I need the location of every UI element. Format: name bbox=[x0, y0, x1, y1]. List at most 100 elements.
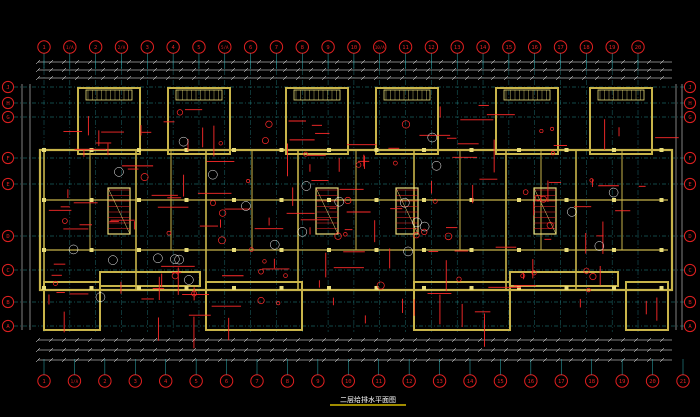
dimension-tick bbox=[204, 337, 210, 343]
riser-callout bbox=[184, 275, 194, 285]
fixture-symbol bbox=[62, 218, 68, 224]
dimension-tick bbox=[321, 337, 327, 343]
dimension-tick bbox=[659, 75, 665, 81]
axis-bubble-circle bbox=[1, 295, 15, 309]
structural-column bbox=[659, 248, 664, 252]
structural-column bbox=[469, 198, 474, 202]
dimension-tick bbox=[360, 337, 366, 343]
dimension-tick bbox=[256, 67, 262, 73]
dimension-tick bbox=[386, 67, 392, 73]
top-axis-bubble: 13 bbox=[450, 40, 464, 69]
dimension-tick bbox=[555, 67, 561, 73]
axis-bubble-circle bbox=[527, 40, 542, 54]
axis-bubble-label: 16 bbox=[531, 45, 538, 51]
dimension-tick bbox=[126, 357, 132, 363]
axis-bubble-label: 17 bbox=[558, 379, 565, 385]
riser-callout bbox=[108, 255, 118, 265]
dimension-tick bbox=[100, 347, 106, 353]
dimension-tick bbox=[503, 347, 509, 353]
dimension-tick bbox=[347, 347, 353, 353]
structural-column bbox=[137, 148, 141, 152]
dimension-tick bbox=[425, 75, 431, 81]
dimension-tick bbox=[555, 59, 561, 65]
dimension-tick bbox=[165, 67, 171, 73]
bottom-bay-wall bbox=[43, 281, 101, 331]
axis-bubble-circle bbox=[553, 40, 568, 54]
dimension-tick bbox=[542, 59, 548, 65]
axis-bubble-circle bbox=[269, 40, 284, 54]
dimension-tick bbox=[243, 59, 249, 65]
axis-bubble-circle bbox=[88, 40, 103, 54]
dimension-tick bbox=[230, 75, 236, 81]
dimension-tick bbox=[542, 75, 548, 81]
dimension-tick bbox=[477, 59, 483, 65]
axis-bubble-label: 18 bbox=[583, 45, 590, 51]
dimension-tick bbox=[347, 59, 353, 65]
axis-bubble-label: C bbox=[6, 268, 9, 274]
dimension-tick bbox=[399, 337, 405, 343]
top-axis-bubble: 2/A bbox=[114, 40, 129, 69]
fixture-symbol bbox=[589, 273, 597, 281]
dimension-tick bbox=[126, 347, 132, 353]
bottom-axis-bubble: 10 bbox=[341, 359, 355, 388]
dimension-tick bbox=[581, 347, 587, 353]
axis-bubble-label: 9 bbox=[316, 379, 319, 385]
dimension-tick bbox=[100, 75, 106, 81]
axis-bubble-circle bbox=[683, 295, 697, 309]
dimension-tick bbox=[87, 75, 93, 81]
top-bay-wall bbox=[285, 87, 349, 155]
axis-bubble-label: J bbox=[6, 85, 9, 91]
dimension-tick bbox=[230, 337, 236, 343]
dimension-tick bbox=[490, 59, 496, 65]
axis-bubble-label: 5 bbox=[197, 45, 200, 51]
dimension-tick bbox=[646, 347, 652, 353]
dimension-tick bbox=[581, 75, 587, 81]
dimension-tick bbox=[191, 59, 197, 65]
structural-column bbox=[612, 286, 616, 290]
dimension-tick bbox=[542, 337, 548, 343]
structural-column bbox=[374, 286, 379, 290]
axis-bubble-label: 12 bbox=[428, 45, 435, 51]
wall-layout bbox=[38, 87, 674, 331]
axis-bubble-label: 2 bbox=[94, 45, 97, 51]
structural-column bbox=[374, 248, 379, 252]
dimension-tick bbox=[113, 67, 119, 73]
axis-bubble-label: 8 bbox=[301, 45, 304, 51]
axis-bubble-label: 1 bbox=[42, 379, 45, 385]
fixture-symbol bbox=[261, 137, 269, 145]
left-axis-bubble: D bbox=[1, 229, 15, 243]
axis-bubble-label: B bbox=[6, 300, 10, 306]
axis-bubble-label: J bbox=[688, 85, 691, 91]
axis-bubble-circle bbox=[1, 96, 15, 110]
fixture-symbol bbox=[258, 268, 264, 275]
dimension-tick bbox=[373, 347, 379, 353]
riser-callout bbox=[241, 201, 251, 211]
dimension-tick bbox=[178, 347, 184, 353]
riser-callout bbox=[301, 181, 312, 191]
dimension-tick bbox=[126, 67, 132, 73]
structural-column bbox=[659, 286, 664, 290]
dimension-tick bbox=[529, 59, 535, 65]
top-axis-bubble: 10/A bbox=[373, 40, 387, 69]
axis-bubble-circle bbox=[347, 40, 361, 54]
axis-bubble-label: 14 bbox=[467, 379, 474, 385]
dimension-tick bbox=[451, 357, 457, 363]
axis-bubble-label: 2 bbox=[103, 379, 106, 385]
dimension-tick bbox=[256, 59, 262, 65]
drawing-title: 二层给排水平面图 bbox=[340, 395, 396, 404]
dimension-tick bbox=[61, 347, 67, 353]
dimension-tick bbox=[451, 67, 457, 73]
bottom-bay-wall bbox=[509, 271, 619, 287]
structural-column bbox=[469, 148, 474, 152]
left-axis-bubble: E bbox=[1, 177, 15, 191]
riser-callout bbox=[403, 246, 413, 257]
dimension-tick bbox=[152, 347, 158, 353]
fixture-symbol bbox=[218, 236, 226, 245]
axis-bubble-circle bbox=[683, 80, 697, 94]
top-axis-bubble: 2 bbox=[88, 40, 103, 69]
axis-bubble-circle bbox=[1, 151, 15, 165]
fixture-symbol bbox=[550, 151, 555, 156]
dimension-tick bbox=[126, 75, 132, 81]
dimension-tick bbox=[308, 67, 314, 73]
